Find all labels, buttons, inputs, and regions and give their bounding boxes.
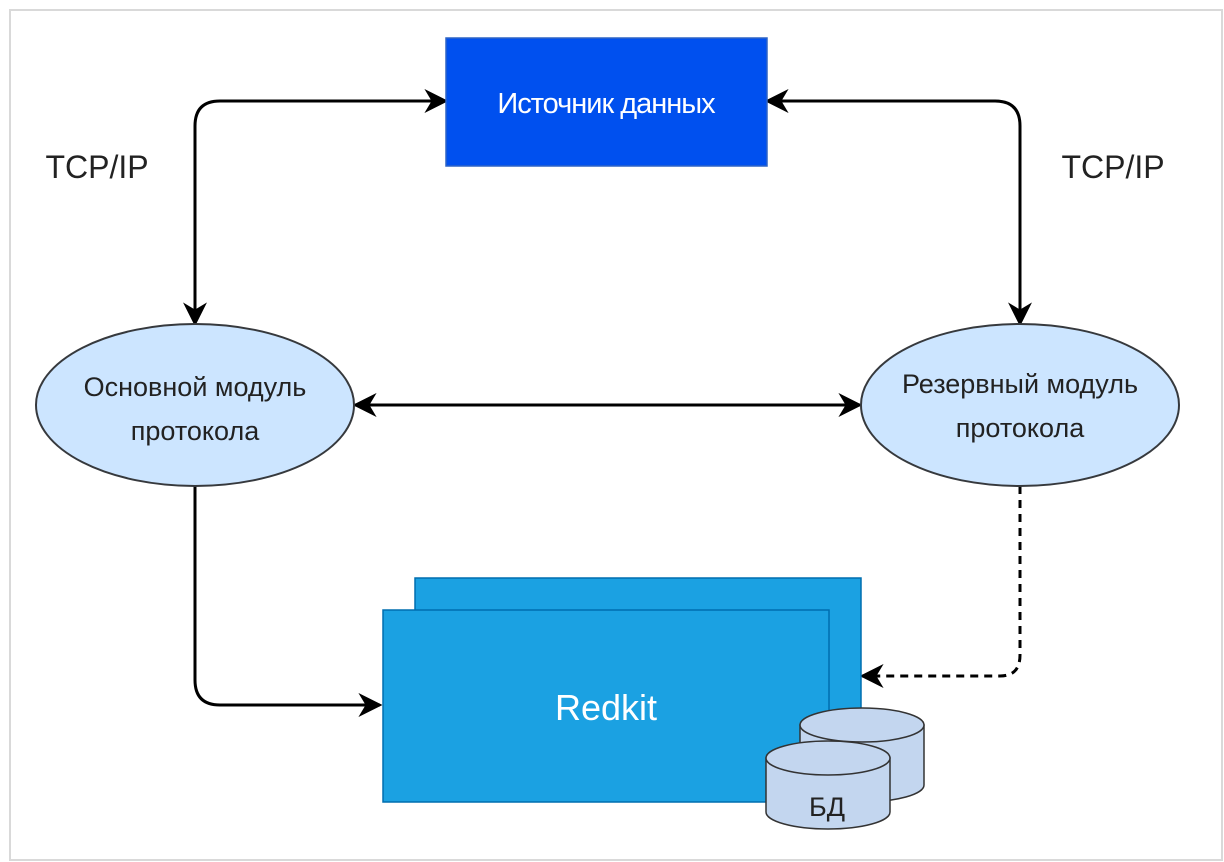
connector-source-backup bbox=[764, 89, 1032, 327]
redkit-node: Redkit bbox=[382, 577, 862, 803]
primary-module-ellipse bbox=[35, 323, 355, 487]
database-node: БД bbox=[765, 707, 925, 830]
connector-source-primary bbox=[183, 89, 449, 327]
database-label: БД bbox=[809, 792, 845, 822]
redkit-front-card bbox=[382, 609, 830, 803]
protocol-label-right: TCP/IP bbox=[1061, 149, 1164, 185]
protocol-label-left: TCP/IP bbox=[45, 149, 148, 185]
data-source-label: Источник данных bbox=[497, 88, 716, 120]
connector-backup-redkit bbox=[859, 486, 1022, 688]
backup-module-label-line2: протокола bbox=[956, 413, 1085, 443]
data-source-box bbox=[445, 37, 768, 167]
connector-primary-redkit bbox=[193, 486, 383, 717]
redkit-label: Redkit bbox=[555, 687, 657, 728]
data-source-node: Источник данных bbox=[445, 37, 768, 167]
primary-module-label-line2: протокола bbox=[131, 416, 260, 446]
connectors bbox=[183, 89, 1032, 717]
backup-module-ellipse bbox=[860, 323, 1180, 487]
primary-module-label-line1: Основной модуль bbox=[84, 372, 307, 402]
database-cylinder-front bbox=[765, 740, 891, 830]
backup-module-node: Резервный модуль протокола bbox=[860, 323, 1180, 487]
backup-module-label-line1: Резервный модуль bbox=[902, 369, 1138, 399]
primary-module-node: Основной модуль протокола bbox=[35, 323, 355, 487]
frame-border bbox=[9, 9, 1223, 861]
